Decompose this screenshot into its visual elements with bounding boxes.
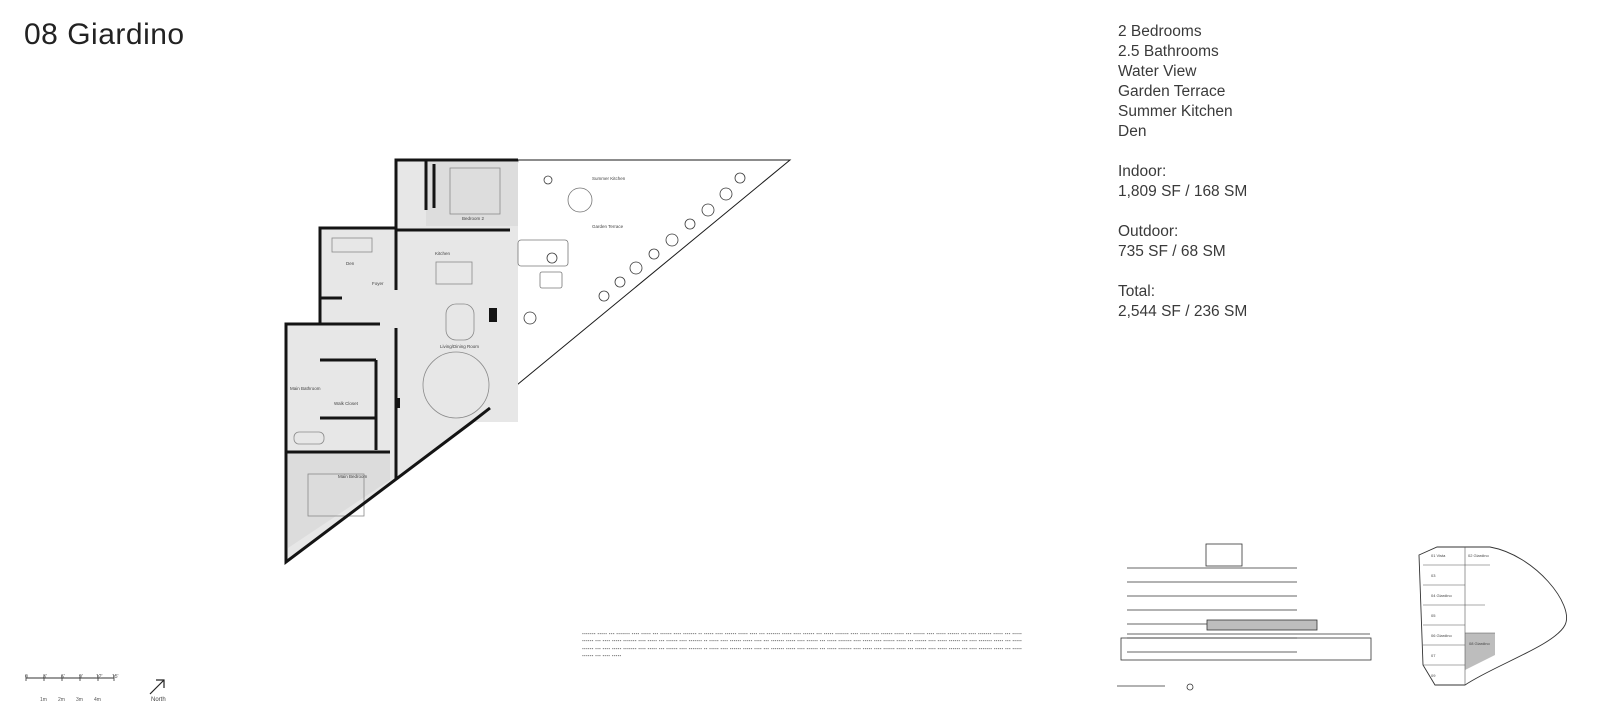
scale-meter-2: 2m [58,697,65,703]
area-total-value: 2,544 SF / 236 SM [1118,303,1248,320]
keyplan-grid [1423,547,1495,685]
planter [598,290,610,302]
column [396,398,400,408]
walls [284,158,518,566]
label-main-bathroom: Main Bathroom [290,386,321,391]
garden-terrace-area [471,159,792,424]
lounge-chair [539,271,563,289]
label-bedroom2: Bedroom 2 [462,216,485,221]
area-indoor-value: 1,809 SF / 168 SM [1118,183,1248,200]
scale-feet-0: 0 [25,674,28,680]
planter [546,252,558,264]
planter [719,187,733,201]
scale-feet-6: 6' [61,674,65,680]
label-living-dining: Living/Dining Room [440,344,479,349]
kitchen-island [435,261,473,285]
planter [543,175,553,185]
label-summer-kitchen: Summer Kitchen [592,176,626,181]
bed-2 [449,167,501,215]
elevation-rooftop [1205,543,1243,567]
column [489,308,497,322]
garden-planters [523,172,746,325]
area-total-label: Total: [1118,283,1156,300]
unit-specs: 2 Bedrooms 2.5 Bathrooms Water View Gard… [1118,22,1247,322]
planter [614,276,626,288]
scale-meter-1: 1m [40,697,47,703]
keyplan-unit-01: 01 Vista [1431,553,1446,558]
label-garden-terrace: Garden Terrace [592,224,624,229]
area-indoor: Indoor: 1,809 SF / 168 SM [1118,162,1247,202]
feature-bathrooms: 2.5 Bathrooms [1118,43,1219,60]
feature-view: Water View [1118,63,1197,80]
elevation-podium [1120,637,1372,661]
label-walk-closet: Walk Closet [334,401,359,406]
planter [648,248,660,260]
outdoor-table [567,187,593,213]
planter [523,311,537,325]
interior-furniture [293,167,501,517]
terrace-furniture [517,187,593,289]
feature-kitchen: Summer Kitchen [1118,103,1233,120]
area-total: Total: 2,544 SF / 236 SM [1118,282,1247,322]
area-outdoor-value: 735 SF / 68 SM [1118,243,1226,260]
area-indoor-label: Indoor: [1118,163,1167,180]
keyplan-unit-08: 08 Giardino [1469,641,1490,646]
living-rug [422,351,490,419]
unit-title: 08 Giardino [24,18,185,51]
elevation-marker-icon [1186,683,1194,691]
keyplan-highlight-unit [1465,633,1495,670]
feature-bedrooms: 2 Bedrooms [1118,23,1202,40]
area-outdoor: Outdoor: 735 SF / 68 SM [1118,222,1247,262]
area-outdoor-label: Outdoor: [1118,223,1179,240]
label-den: Den [346,261,355,266]
bathtub [293,431,325,445]
keyplan-unit-04: 04 Giardino [1431,593,1452,598]
planter [684,218,696,230]
feature-terrace: Garden Terrace [1118,83,1226,100]
room-zone-main-bedroom [288,452,390,548]
north-arrow-icon [149,679,165,695]
planter [665,233,679,247]
room-labels: Bedroom 2 Summer Kitchen Garden Terrace … [290,176,626,479]
elevation-highlighted-floor [1206,619,1318,631]
scale-meter-4: 4m [94,697,101,703]
scale-feet-15: 15' [112,674,119,680]
scale-feet-12: 12' [96,674,103,680]
key-plan: 01 Vista 02 Giardino 03 04 Giardino 05 0… [1418,546,1567,686]
planter [701,203,715,217]
room-zone-bedroom2 [426,162,518,226]
keyplan-outline [1418,546,1567,686]
scale-meter-3: 3m [76,697,83,703]
keyplan-unit-03: 03 [1431,573,1436,578]
main-bed [307,473,365,517]
outdoor-sofa [517,239,569,267]
scale-feet-3: 3' [43,674,47,680]
keyplan-unit-07: 07 [1431,653,1436,658]
north-label: North [151,697,166,703]
dining-table [445,303,475,341]
label-kitchen: Kitchen [435,251,451,256]
den-sofa [331,237,373,253]
scale-bar [25,675,115,681]
keyplan-unit-02: 02 Giardino [1468,553,1489,558]
planter [734,172,746,184]
keyplan-unit-09: 09 [1431,673,1436,678]
label-foyer: Foyer [372,281,384,286]
scale-feet-9: 9' [79,674,83,680]
floor-plan: Bedroom 2 Summer Kitchen Garden Terrace … [284,158,792,566]
building-elevation [1117,543,1372,691]
planter [629,261,643,275]
feature-den: Den [1118,123,1147,140]
keyplan-unit-05: 05 [1431,613,1436,618]
keyplan-unit-06: 06 Giardino [1431,633,1452,638]
legal-disclaimer-fineprint: ▪▪▪▪▪▪▪ ▪▪▪▪▪ ▪▪▪ ▪▪▪▪▪▪▪ ▪▪▪▪ ▪▪▪▪▪ ▪▪▪… [582,631,1022,659]
label-main-bedroom: Main Bedroom [338,474,368,479]
